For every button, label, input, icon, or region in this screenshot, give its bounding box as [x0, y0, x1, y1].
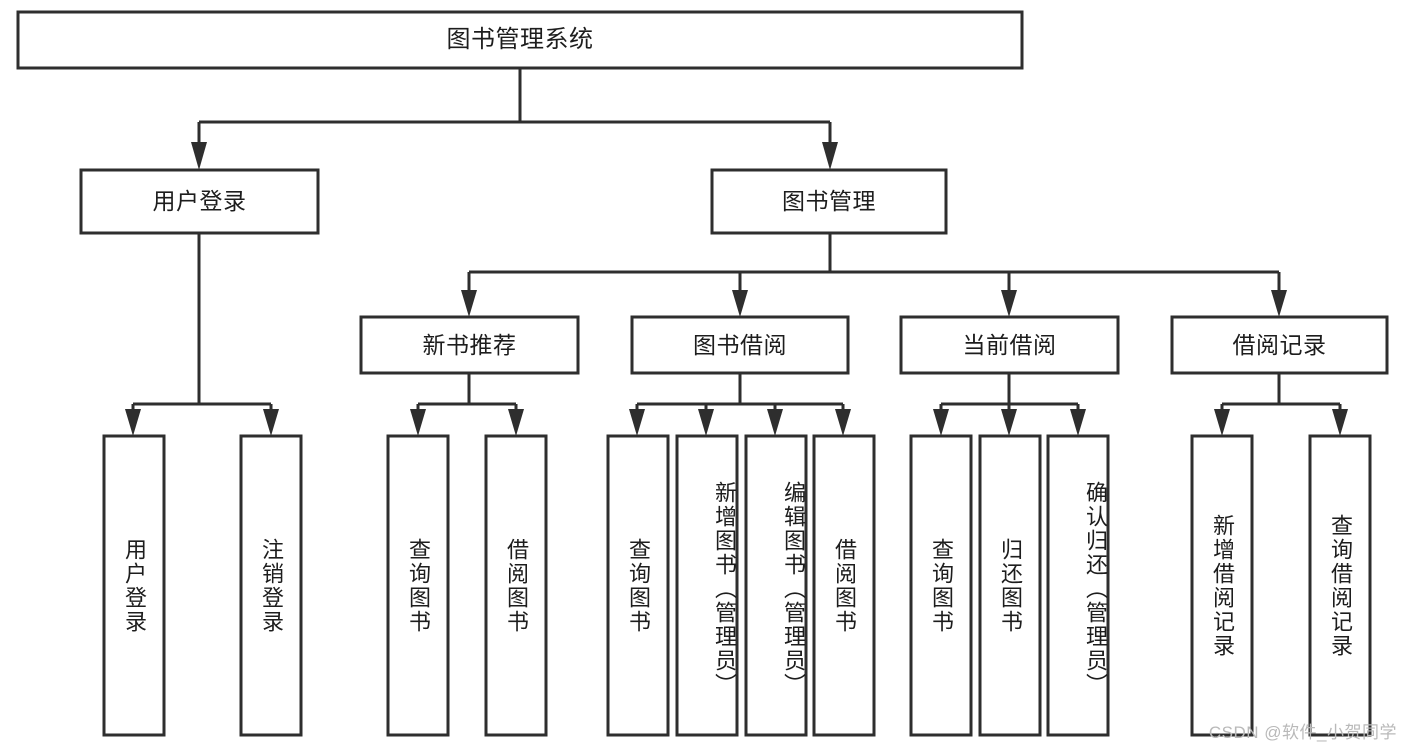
node-leaf-return-book-box[interactable]	[978, 434, 1042, 737]
node-leaf-query-book-2-box[interactable]	[606, 434, 670, 737]
arrow-head-borrow-record	[1271, 290, 1287, 317]
arrow-head-leaf-add-record	[1214, 409, 1230, 436]
node-current-borrow-box[interactable]	[899, 315, 1120, 375]
node-leaf-add-record-box[interactable]	[1190, 434, 1254, 737]
connector-bookborrow-to-leaves	[629, 373, 851, 436]
connector-root-to-level2	[191, 68, 838, 170]
arrow-head-book-borrow	[732, 290, 748, 317]
arrow-head-leaf-edit-book	[767, 409, 783, 436]
node-root-box[interactable]	[16, 10, 1024, 70]
arrow-head-leaf-add-book	[698, 409, 714, 436]
arrow-head-leaf-return-book	[1001, 409, 1017, 436]
arrow-head-leaf-query-book-2	[629, 409, 645, 436]
node-leaf-query-book-1-box[interactable]	[386, 434, 450, 737]
node-leaf-query-book-3-box[interactable]	[909, 434, 973, 737]
connector-currentborrow-to-leaves	[933, 373, 1086, 436]
arrow-head-leaf-query-book-3	[933, 409, 949, 436]
node-book-borrow-box[interactable]	[630, 315, 850, 375]
connector-newbook-to-leaves	[410, 373, 524, 436]
node-leaf-borrow-book-2-box[interactable]	[812, 434, 876, 737]
arrow-head-leaf-query-book-1	[410, 409, 426, 436]
node-new-book-recommend-box[interactable]	[359, 315, 580, 375]
arrow-head-book-management	[822, 142, 838, 170]
node-leaf-add-book-box[interactable]	[675, 434, 739, 737]
arrow-head-leaf-logout-login	[263, 409, 279, 436]
node-leaf-confirm-return-box[interactable]	[1046, 434, 1110, 737]
connector-borrowrecord-to-leaves	[1214, 373, 1348, 436]
connector-bookmgmt-to-level3	[461, 233, 1287, 317]
arrow-head-user-login	[191, 142, 207, 170]
node-leaf-borrow-book-1-box[interactable]	[484, 434, 548, 737]
arrow-head-leaf-borrow-book-2	[835, 409, 851, 436]
node-borrow-record-box[interactable]	[1170, 315, 1389, 375]
arrow-head-leaf-confirm-return	[1070, 409, 1086, 436]
node-leaf-user-login-box[interactable]	[102, 434, 166, 737]
arrow-head-new-book-recommend	[461, 290, 477, 317]
node-user-login-box[interactable]	[79, 168, 320, 235]
arrow-head-current-borrow	[1001, 290, 1017, 317]
connector-userlogin-to-leaves	[125, 233, 279, 436]
node-book-management-box[interactable]	[710, 168, 948, 235]
node-leaf-edit-book-box[interactable]	[744, 434, 808, 737]
node-leaf-query-record-box[interactable]	[1308, 434, 1372, 737]
node-leaf-logout-login-box[interactable]	[239, 434, 303, 737]
arrow-head-leaf-query-record	[1332, 409, 1348, 436]
arrow-head-leaf-borrow-book-1	[508, 409, 524, 436]
arrow-head-leaf-user-login	[125, 409, 141, 436]
